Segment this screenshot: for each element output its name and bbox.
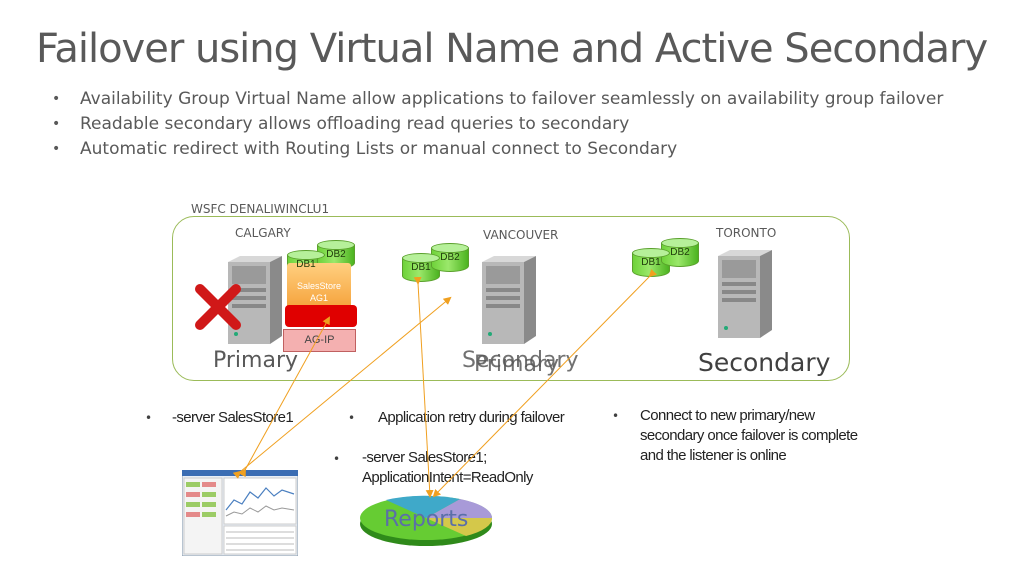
site-label-calgary: CALGARY [235,226,291,240]
cluster-label: WSFC DENALIWINCLU1 [191,202,330,216]
database-icon: DB2 [431,243,469,273]
site-label-vancouver: VANCOUVER [483,228,559,242]
server-icon-toronto [718,250,772,338]
reports-label: Reports [384,507,469,532]
bullet-list: Availability Group Virtual Name allow ap… [52,88,972,163]
role-label-toronto: Secondary [698,348,831,377]
database-icon: DB2 [661,238,699,268]
slide-title: Failover using Virtual Name and Active S… [36,26,988,72]
bullet-item: Availability Group Virtual Name allow ap… [52,88,972,110]
failed-x-icon [195,284,241,330]
application-window-icon [182,470,298,556]
bullet-item: Automatic redirect with Routing Lists or… [52,138,972,160]
bullet-dot: • [145,411,153,425]
site-label-toronto: TORONTO [716,226,777,240]
reports-pie-icon [360,495,493,546]
bullet-item: Readable secondary allows offloading rea… [52,113,972,135]
note-connect: Connect to new primary/new secondary onc… [640,407,858,464]
